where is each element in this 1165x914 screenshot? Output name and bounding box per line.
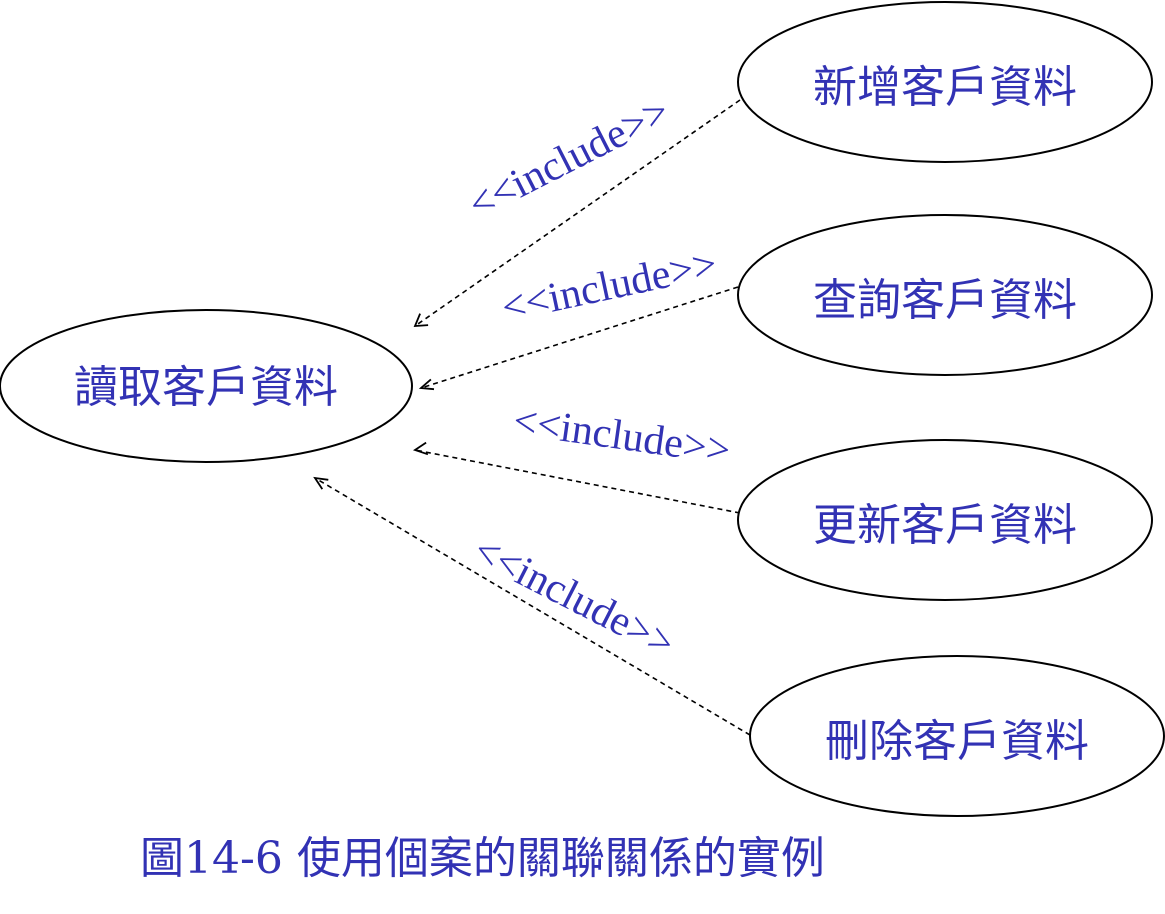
arrow-head-delete	[313, 476, 329, 490]
stereotype-label-update: <<include>>	[510, 398, 733, 474]
figure-caption: 圖14-6 使用個案的關聯關係的實例	[140, 833, 825, 884]
use-case-query: 查詢客戶資料	[737, 214, 1153, 376]
use-case-add: 新增客戶資料	[737, 1, 1153, 163]
arrow-head-query	[418, 378, 435, 391]
use-case-delete: 刪除客戶資料	[749, 655, 1165, 817]
relationship-lines	[313, 99, 751, 736]
use-case-read-label: 讀取客戶資料	[74, 362, 338, 413]
use-case-delete-label: 刪除客戶資料	[825, 716, 1089, 767]
use-case-read-ellipse	[0, 309, 413, 463]
arrow-head-add	[413, 313, 429, 327]
relation-line-add	[414, 99, 741, 327]
stereotype-label-query: <<include>>	[498, 241, 721, 331]
relation-query	[418, 286, 739, 391]
relation-line-query	[420, 286, 739, 389]
relation-delete	[313, 476, 751, 736]
use-case-update-ellipse	[737, 439, 1153, 601]
relation-line-update	[414, 449, 741, 514]
arrow-head-update	[412, 441, 429, 456]
use-case-query-label: 查詢客戶資料	[813, 275, 1077, 326]
use-case-query-ellipse	[737, 214, 1153, 376]
use-case-read: 讀取客戶資料	[0, 309, 413, 463]
stereotype-label-delete: <<include>>	[466, 527, 681, 667]
use-case-add-ellipse	[737, 1, 1153, 163]
use-case-delete-ellipse	[749, 655, 1165, 817]
stereotype-label-add: <<include>>	[461, 88, 676, 228]
use-case-add-label: 新增客戶資料	[813, 62, 1077, 113]
relation-add	[413, 99, 741, 327]
relation-update	[412, 441, 741, 514]
use-case-update: 更新客戶資料	[737, 439, 1153, 601]
stereotype-labels: <<include>> <<include>> <<include>> <<in…	[461, 88, 733, 667]
relation-line-delete	[314, 477, 751, 736]
use-case-update-label: 更新客戶資料	[813, 500, 1077, 551]
